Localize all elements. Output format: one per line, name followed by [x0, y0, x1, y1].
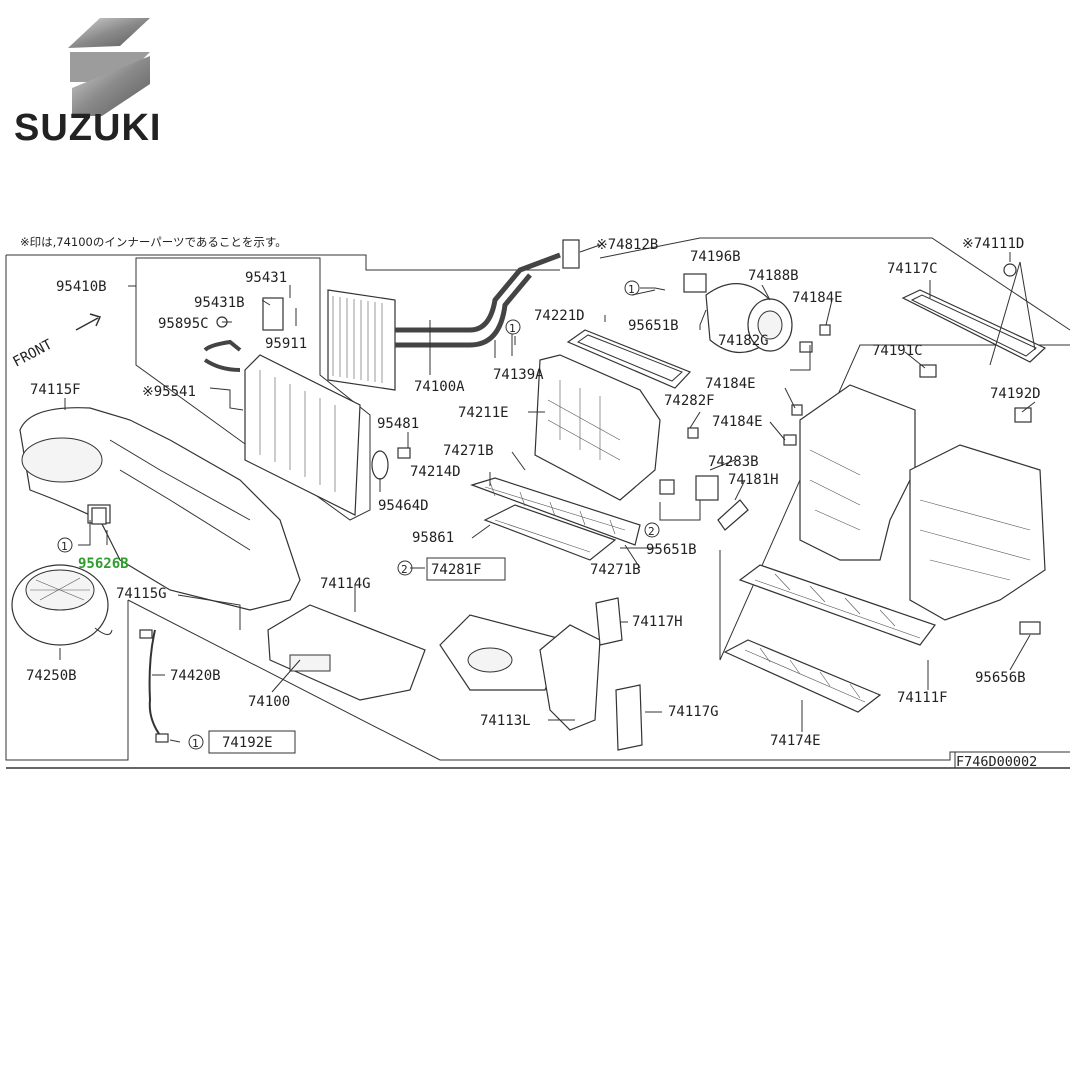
- label-74100A: 74100A: [414, 379, 465, 395]
- label-74192D: 74192D: [990, 386, 1041, 402]
- part-number-labels: 95410B 95431 95431B 95895C 95911 ※95541 …: [26, 236, 1041, 770]
- svg-text:2: 2: [648, 525, 655, 538]
- label-95431B: 95431B: [194, 295, 245, 311]
- clip-parts: [91, 263, 1041, 635]
- label-74174E: 74174E: [770, 733, 821, 749]
- diagram-frame: [5, 237, 1071, 769]
- filter-parts: [470, 477, 641, 561]
- label-74196B: 74196B: [690, 249, 741, 265]
- label-74117C: 74117C: [887, 261, 938, 277]
- svg-text:1: 1: [61, 540, 68, 553]
- label-74812B: ※74812B: [596, 237, 658, 253]
- label-74221D: 74221D: [534, 308, 585, 324]
- label-74283B: 74283B: [708, 454, 759, 470]
- label-74184E-1: 74184E: [792, 290, 843, 306]
- blower-motor-part: [11, 564, 113, 646]
- reference-markers: 1 1 2 1 2 1: [57, 280, 660, 750]
- wire-harness-part: [139, 629, 169, 743]
- label-74211E: 74211E: [458, 405, 509, 421]
- label-95464D: 95464D: [378, 498, 429, 514]
- diagram-note: ※印は,74100のインナーパーツであることを示す。: [20, 235, 287, 249]
- leader-lines: [59, 244, 1036, 743]
- label-95626B-highlighted: 95626B: [78, 556, 129, 572]
- figure-id: F746D00002: [956, 754, 1037, 770]
- label-74271B-1: 74271B: [443, 443, 494, 459]
- label-95481: 95481: [377, 416, 419, 432]
- label-74420B: 74420B: [170, 668, 221, 684]
- label-95656B: 95656B: [975, 670, 1026, 686]
- label-74113L: 74113L: [480, 713, 531, 729]
- label-95541: ※95541: [142, 384, 196, 400]
- label-74114G: 74114G: [320, 576, 371, 592]
- suzuki-logo: SUZUKI: [14, 18, 161, 149]
- label-74117H: 74117H: [632, 614, 683, 630]
- label-95431: 95431: [245, 270, 287, 286]
- label-74111D: ※74111D: [962, 236, 1024, 252]
- label-74115G: 74115G: [116, 586, 167, 602]
- front-indicator: FRONT: [10, 313, 102, 371]
- label-95410B: 95410B: [56, 279, 107, 295]
- evaporator-part: [203, 339, 361, 516]
- seal-frame-part: [566, 329, 692, 389]
- actuator-parts: [659, 273, 793, 501]
- label-74281F: 74281F: [431, 562, 482, 578]
- label-74139A: 74139A: [493, 367, 544, 383]
- label-95651B-2: 95651B: [646, 542, 697, 558]
- heater-core-part: [327, 239, 580, 391]
- label-74111F: 74111F: [897, 690, 948, 706]
- lower-duct-part: [439, 597, 643, 751]
- small-duct-parts: [371, 447, 411, 480]
- label-95651B-1: 95651B: [628, 318, 679, 334]
- label-95895C: 95895C: [158, 316, 209, 332]
- front-label: FRONT: [10, 336, 55, 370]
- label-74117G: 74117G: [668, 704, 719, 720]
- svg-text:1: 1: [628, 283, 635, 296]
- boxed-labels: [208, 557, 506, 754]
- filter-frame-part: [901, 289, 1047, 363]
- suzuki-s-emblem: [68, 18, 150, 116]
- label-74182G: 74182G: [718, 333, 769, 349]
- label-74192E: 74192E: [222, 735, 273, 751]
- label-74184E-2: 74184E: [705, 376, 756, 392]
- label-74282F: 74282F: [664, 393, 715, 409]
- label-95911: 95911: [265, 336, 307, 352]
- label-74214D: 74214D: [410, 464, 461, 480]
- hvac-housing-part: [534, 354, 661, 501]
- main-housing-part: [738, 384, 1046, 646]
- label-74250B: 74250B: [26, 668, 77, 684]
- label-95861: 95861: [412, 530, 454, 546]
- label-74100: 74100: [248, 694, 290, 710]
- lower-case-part: [267, 604, 426, 701]
- svg-text:2: 2: [401, 563, 408, 576]
- label-74191C: 74191C: [872, 343, 923, 359]
- label-74188B: 74188B: [748, 268, 799, 284]
- label-74271B-2: 74271B: [590, 562, 641, 578]
- label-74181H: 74181H: [728, 472, 779, 488]
- grille-part: [723, 639, 882, 713]
- svg-text:1: 1: [509, 322, 516, 335]
- label-74184E-3: 74184E: [712, 414, 763, 430]
- label-74115F: 74115F: [30, 382, 81, 398]
- brand-wordmark: SUZUKI: [14, 107, 161, 149]
- svg-text:1: 1: [192, 737, 199, 750]
